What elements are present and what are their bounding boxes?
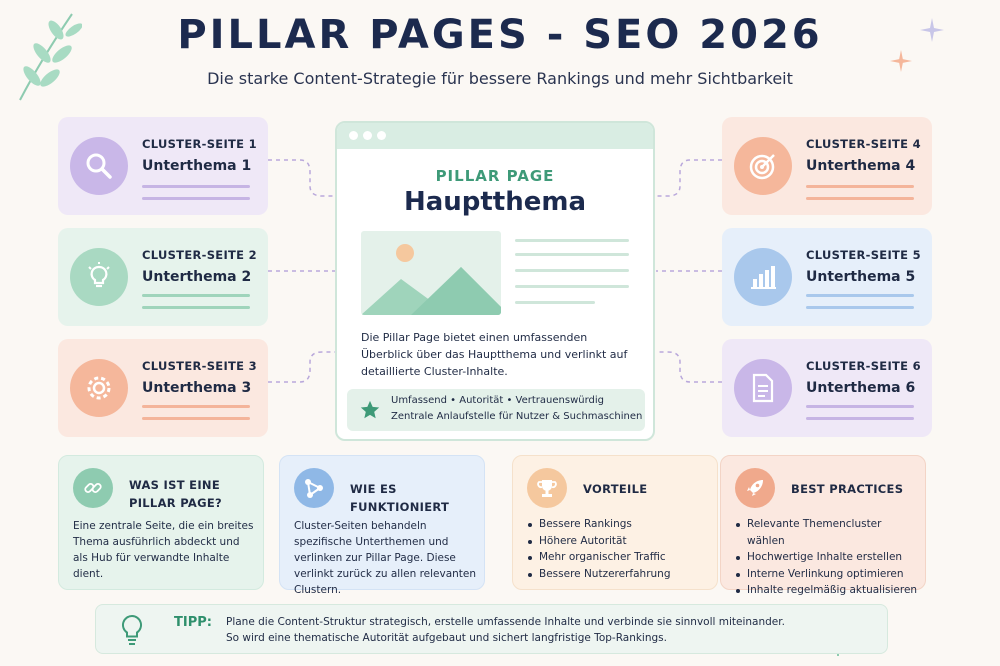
cluster-topic: Unterthema 6 [806, 380, 916, 396]
cluster-card-5: CLUSTER-SEITE 5 Unterthema 5 [722, 228, 932, 326]
text-line [806, 294, 914, 297]
cluster-label: CLUSTER-SEITE 6 [806, 359, 921, 373]
target-icon [734, 137, 792, 195]
text-line [515, 285, 629, 288]
text-line [142, 197, 250, 200]
sparkle-icon [920, 18, 944, 42]
browser-dot [349, 131, 358, 140]
list-item: Mehr organischer Traffic [527, 549, 711, 566]
star-icon [360, 400, 380, 419]
text-line [806, 185, 914, 188]
trophy-icon [527, 468, 567, 508]
tip-label: TIPP: [174, 615, 212, 630]
text-line [806, 405, 914, 408]
cluster-label: CLUSTER-SEITE 3 [142, 359, 257, 373]
tip-text: Plane die Content-Struktur strategisch, … [226, 614, 846, 646]
rocket-icon [735, 468, 775, 508]
cluster-label: CLUSTER-SEITE 2 [142, 248, 257, 262]
text-line [806, 306, 914, 309]
leaf-branch-icon [19, 13, 82, 101]
list-item: Bessere Nutzererfahrung [527, 566, 711, 583]
cluster-card-1: CLUSTER-SEITE 1 Unterthema 1 [58, 117, 268, 215]
lightbulb-icon [70, 248, 128, 306]
bar-chart-icon [734, 248, 792, 306]
cluster-card-2: CLUSTER-SEITE 2 Unterthema 2 [58, 228, 268, 326]
pillar-tagline: Zentrale Anlaufstelle für Nutzer & Suchm… [391, 411, 643, 422]
pillar-page-card: PILLAR PAGE Hauptthema Die Pillar Page b… [335, 121, 655, 441]
info-body: Cluster-Seiten behandeln spezifische Unt… [294, 520, 477, 596]
text-line [142, 405, 250, 408]
pillar-tag-box: Umfassend • Autorität • Vertrauenswürdig… [347, 389, 645, 431]
text-line [142, 294, 250, 297]
tip-line: Plane die Content-Struktur strategisch, … [226, 616, 785, 628]
pillar-description: Die Pillar Page bietet einen umfassenden… [361, 331, 628, 378]
info-heading-line: WAS IST EINE [129, 478, 220, 492]
gear-icon [70, 359, 128, 417]
info-heading: WIE ES FUNKTIONIERT [350, 482, 450, 514]
image-placeholder-icon [361, 231, 501, 315]
sparkle-icon [890, 50, 912, 72]
list-item: Relevante Themencluster wählen [735, 516, 919, 549]
link-icon [73, 468, 113, 508]
tip-line: So wird eine thematische Autorität aufge… [226, 632, 667, 644]
lightbulb-icon [121, 614, 143, 645]
info-body: Eine zentrale Seite, die ein breites The… [73, 520, 254, 580]
document-icon [734, 359, 792, 417]
browser-dot [377, 131, 386, 140]
info-card-best-practices: BEST PRACTICES Relevante Themencluster w… [720, 455, 926, 596]
browser-dot [363, 131, 372, 140]
tip-bar: TIPP: Plane die Content-Struktur strateg… [95, 604, 888, 654]
list-item: Interne Verlinkung optimieren [735, 566, 919, 583]
text-line [515, 269, 629, 272]
cluster-topic: Unterthema 1 [142, 158, 252, 174]
magnifier-icon [70, 137, 128, 195]
network-icon [294, 468, 334, 508]
info-card-what: WAS IST EINE PILLAR PAGE? Eine zentrale S… [58, 455, 264, 590]
cluster-label: CLUSTER-SEITE 4 [806, 137, 921, 151]
cluster-card-6: CLUSTER-SEITE 6 Unterthema 6 [722, 339, 932, 437]
cluster-topic: Unterthema 2 [142, 269, 252, 285]
page-subtitle: Die starke Content-Strategie für bessere… [207, 69, 793, 88]
text-line [142, 185, 250, 188]
page-title: PILLAR PAGES - SEO 2026 [177, 12, 823, 58]
pillar-label: PILLAR PAGE [435, 167, 555, 185]
cluster-label: CLUSTER-SEITE 1 [142, 137, 257, 151]
pillar-title: Hauptthema [403, 187, 587, 217]
info-heading: BEST PRACTICES [791, 482, 904, 496]
list-item: Inhalte regelmäßig aktualisieren [735, 582, 919, 599]
text-line [806, 417, 914, 420]
pillar-tags: Umfassend • Autorität • Vertrauenswürdig [391, 395, 605, 406]
browser-bar [337, 123, 653, 149]
text-line [806, 197, 914, 200]
cluster-label: CLUSTER-SEITE 5 [806, 248, 921, 262]
cluster-topic: Unterthema 4 [806, 158, 916, 174]
info-heading-line: PILLAR PAGE? [129, 496, 222, 510]
info-card-how: WIE ES FUNKTIONIERT Cluster-Seiten behan… [279, 455, 485, 596]
text-line [515, 301, 595, 304]
text-line [515, 253, 629, 256]
text-line [142, 306, 250, 309]
cluster-topic: Unterthema 5 [806, 269, 916, 285]
cluster-topic: Unterthema 3 [142, 380, 252, 396]
list-item: Höhere Autorität [527, 533, 711, 550]
info-heading: VORTEILE [583, 482, 648, 496]
best-practice-list: Relevante Themencluster wählen Hochwerti… [735, 516, 919, 599]
info-heading: WAS IST EINE PILLAR PAGE? [129, 476, 222, 512]
list-item: Bessere Rankings [527, 516, 711, 533]
text-line [142, 417, 250, 420]
benefit-list: Bessere Rankings Höhere Autorität Mehr o… [527, 516, 711, 582]
cluster-card-3: CLUSTER-SEITE 3 Unterthema 3 [58, 339, 268, 437]
cluster-card-4: CLUSTER-SEITE 4 Unterthema 4 [722, 117, 932, 215]
text-line [515, 239, 629, 242]
info-card-benefits: VORTEILE Bessere Rankings Höhere Autorit… [512, 455, 718, 590]
list-item: Hochwertige Inhalte erstellen [735, 549, 919, 566]
